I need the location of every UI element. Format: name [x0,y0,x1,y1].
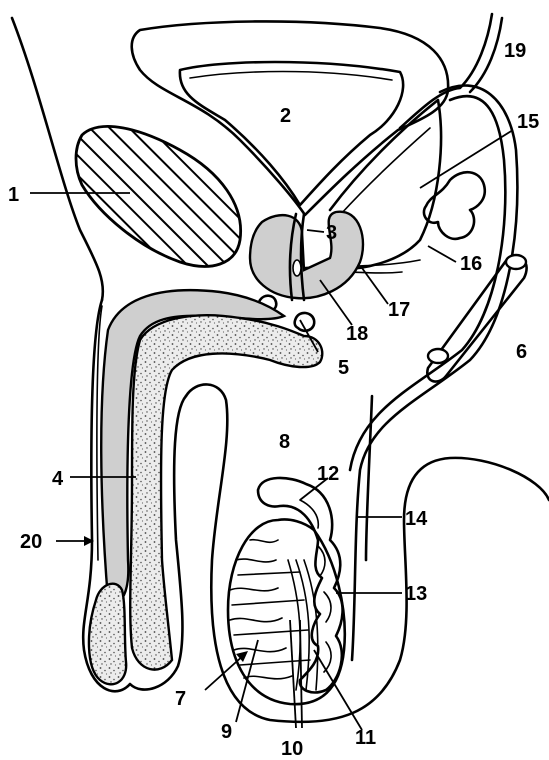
glans [89,584,126,685]
testis [228,519,345,704]
vas-deferens [352,85,517,660]
label-1: 1 [8,184,19,206]
label-14: 14 [405,508,428,530]
label-10: 10 [281,738,303,760]
label-4: 4 [52,468,64,490]
label-7: 7 [175,688,186,710]
label-15: 15 [517,111,539,133]
vas-deferens-top-2 [470,18,502,92]
label-17: 17 [388,299,410,321]
label-20: 20 [20,531,42,553]
scrotum-back [366,396,372,560]
urethral-lumen [293,260,301,276]
label-16: 16 [460,253,482,275]
corpus-spongiosum [130,315,322,669]
spermatic-cord-end-top [506,255,526,269]
label-12: 12 [317,463,339,485]
label-3: 3 [326,222,337,244]
label-19: 19 [504,40,526,62]
bladder-inner-line [190,72,392,81]
label-5: 5 [338,357,349,379]
pubic-bone [76,126,241,266]
spermatic-cord-end-bottom [428,349,448,363]
label-8: 8 [279,431,290,453]
label-11: 11 [355,727,376,749]
label-18: 18 [346,323,368,345]
label-13: 13 [405,583,427,605]
label-9: 9 [221,721,232,743]
label-6: 6 [516,341,527,363]
label-2: 2 [280,105,291,127]
epididymis-coil [300,500,331,672]
prostate [250,212,363,299]
